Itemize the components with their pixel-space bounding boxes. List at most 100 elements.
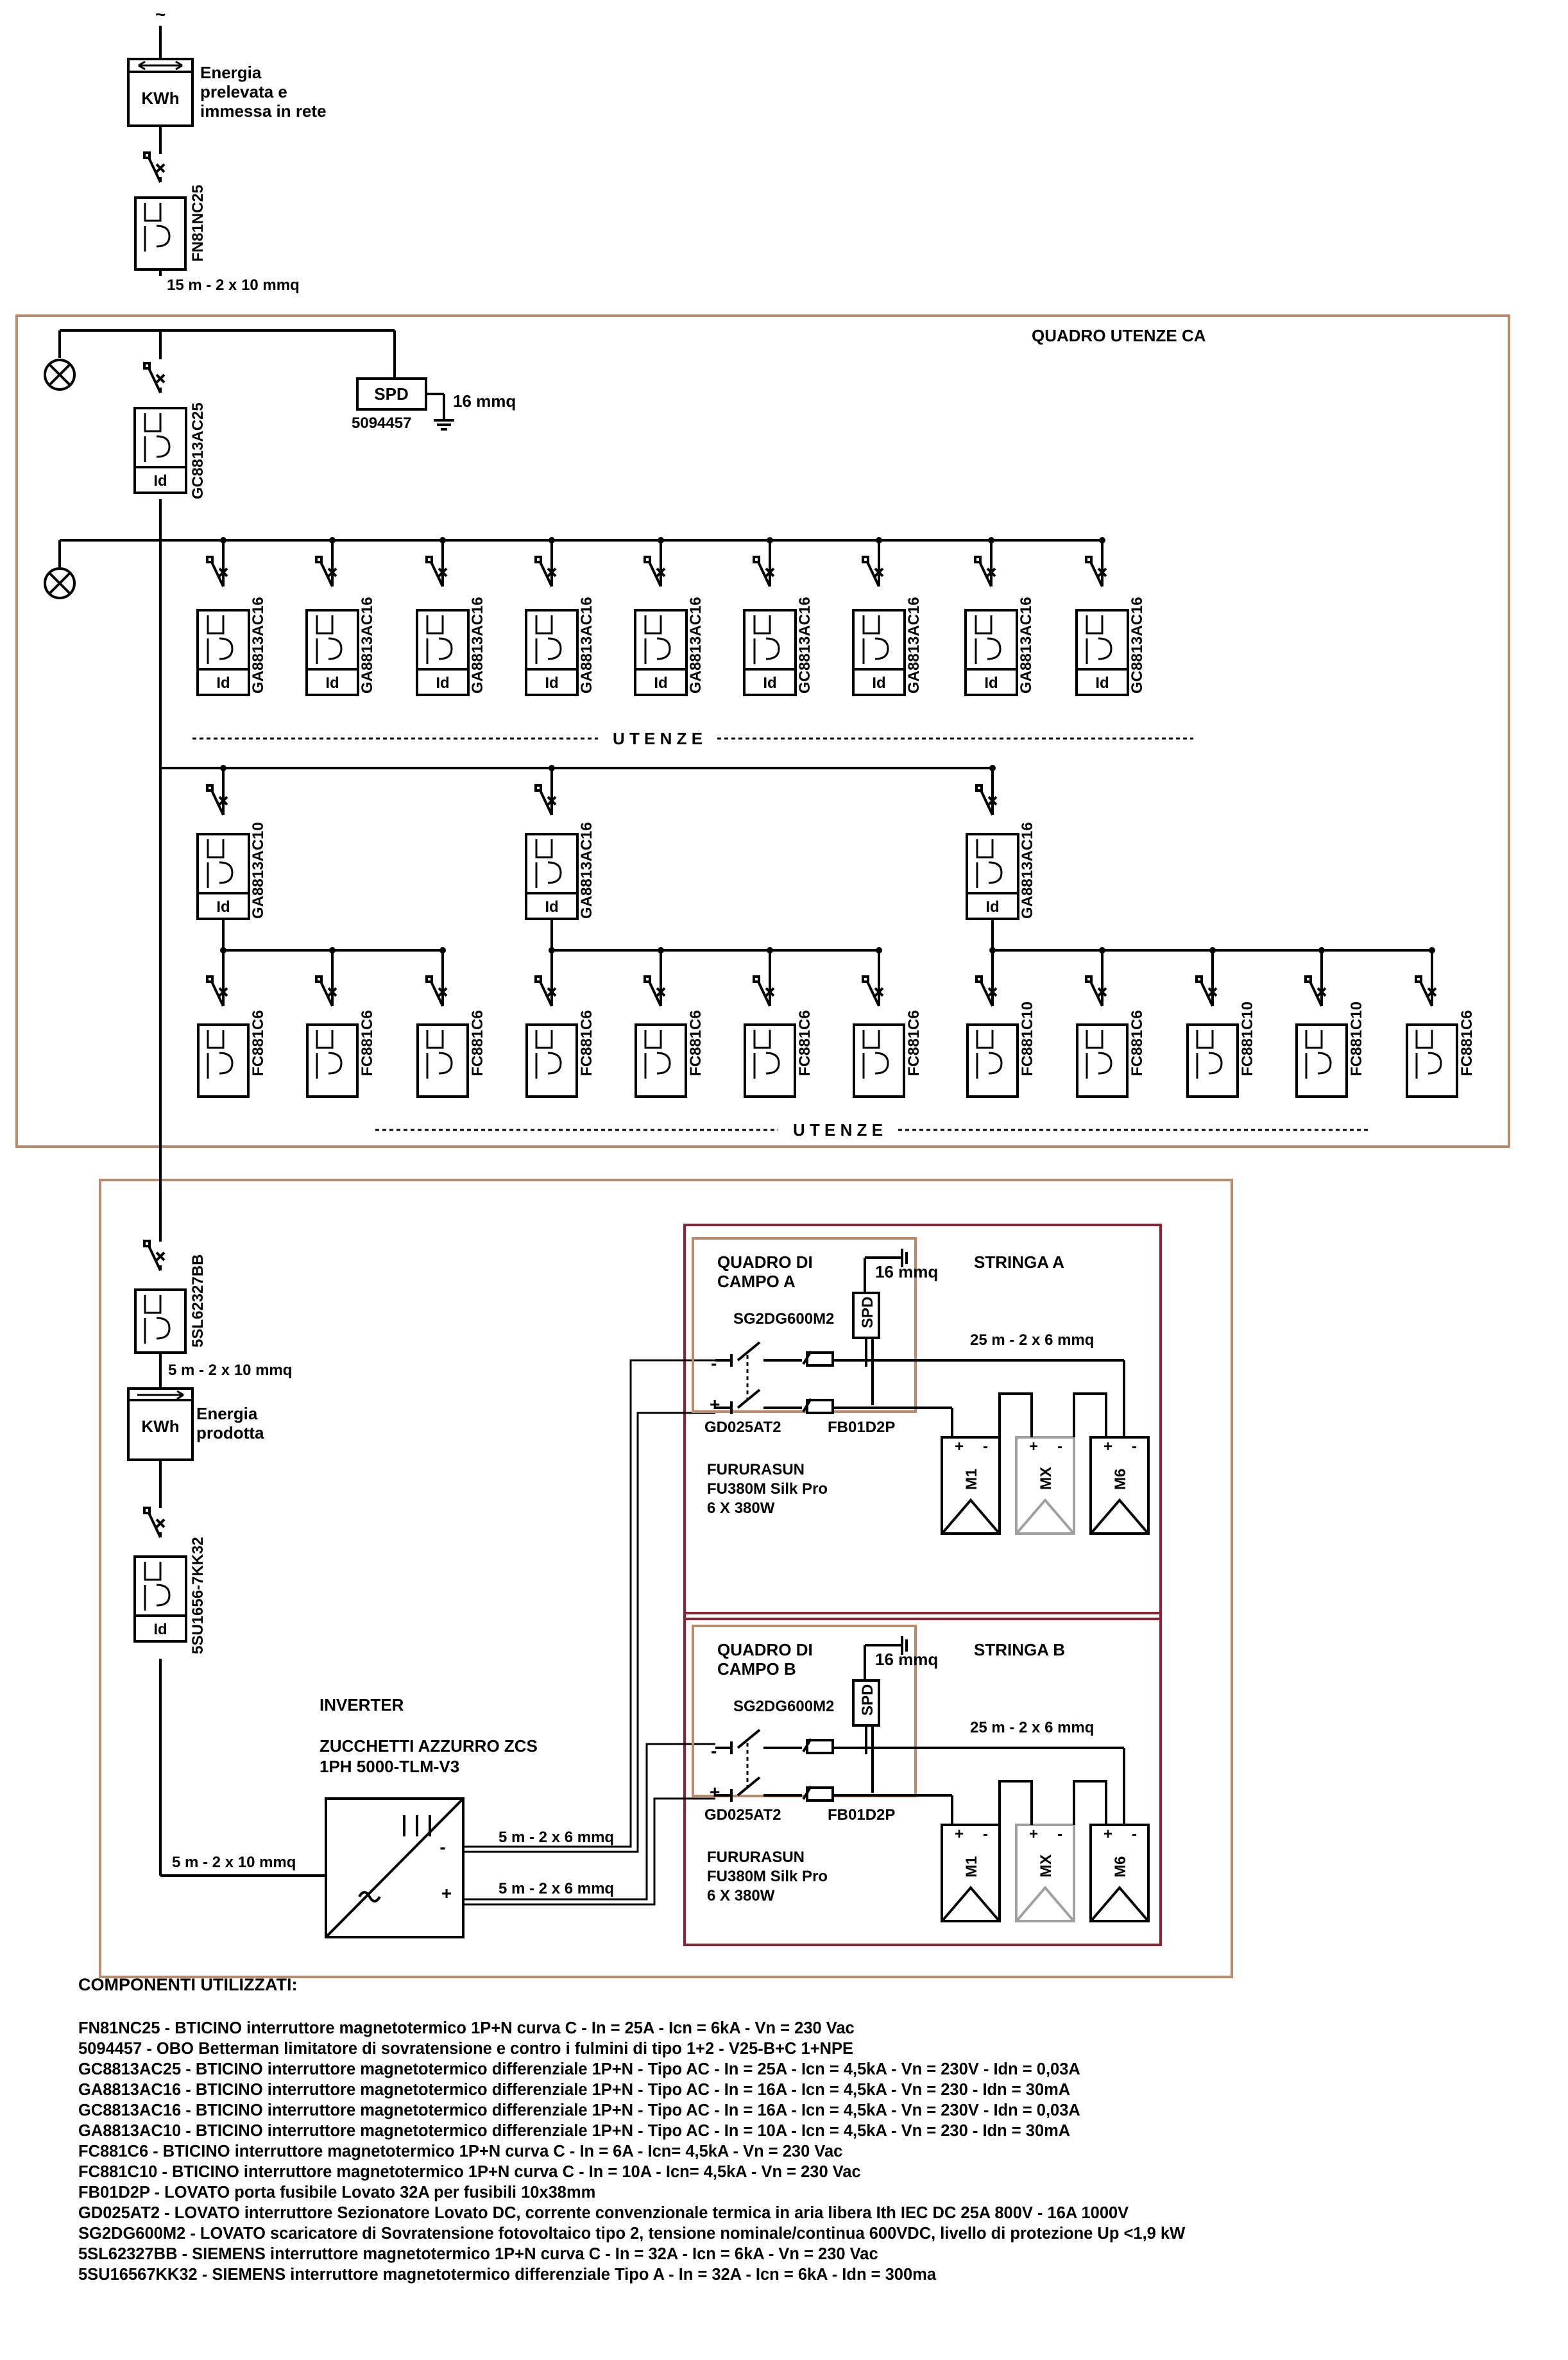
switch-blade	[320, 981, 334, 1007]
switch-blade	[1419, 981, 1433, 1007]
thermal-trip	[316, 615, 334, 635]
fuse-blade	[802, 1785, 812, 1800]
row1-breaker-code: GC8813AC16	[796, 597, 814, 694]
thermal-trip	[144, 1562, 162, 1581]
fuse-blade	[802, 1398, 812, 1413]
row1-breaker-code: GA8813AC16	[578, 597, 595, 694]
magnetic-trip	[438, 637, 453, 660]
pv-module-diode	[1016, 1498, 1074, 1534]
fuse-code: FB01D2P	[828, 1419, 895, 1436]
rcd-id-label: Id	[654, 674, 667, 692]
panel-spec: FURURASUN	[707, 1461, 805, 1478]
row1-breaker-code: GA8813AC16	[905, 597, 923, 694]
switch-cross	[218, 987, 228, 997]
lamp-icon	[44, 359, 76, 391]
switch-blade	[539, 561, 553, 587]
meter-main	[127, 58, 194, 127]
switch-cross	[547, 987, 557, 997]
switch-handle	[534, 556, 542, 563]
string-cable-label: 25 m - 2 x 6 mmq	[970, 1719, 1094, 1736]
switch-handle	[143, 362, 151, 370]
inverter-minus: -	[439, 1837, 445, 1857]
rcd-id-label: Id	[985, 898, 999, 916]
rcd-id-label: Id	[872, 674, 885, 692]
panel-spec: 6 X 380W	[707, 1887, 775, 1904]
string-spd-code: SG2DG600M2	[733, 1698, 834, 1715]
sub-breaker-code: FC881C10	[1239, 1002, 1256, 1076]
disconnector-blade	[737, 1389, 761, 1409]
magnetic-trip	[874, 637, 889, 660]
field-board-title: QUADRO DI	[717, 1253, 813, 1272]
rcd-main-code: GC8813AC25	[189, 402, 207, 499]
meter-produced-symbol: KWh	[141, 1417, 179, 1436]
spd-label: SPD	[374, 384, 408, 404]
pv-cable-inverter-label: 5 m - 2 x 10 mmq	[172, 1854, 296, 1871]
switch-blade	[648, 981, 662, 1007]
switch-handle	[643, 556, 651, 563]
switch-handle	[534, 784, 542, 792]
module-jumper	[1073, 1392, 1107, 1437]
cable-main-label: 15 m - 2 x 10 mmq	[167, 277, 300, 294]
sub-breaker-code: FC881C6	[578, 1010, 595, 1076]
pv-module	[1015, 1824, 1075, 1922]
disconnector-minus: -	[711, 1741, 717, 1761]
row1-breaker-code: GA8813AC16	[1018, 597, 1035, 694]
magnetic-trip	[156, 225, 171, 248]
thermal-trip	[207, 615, 225, 635]
switch-cross	[1427, 987, 1437, 997]
sub-breaker-code: FC881C10	[1019, 1002, 1036, 1076]
module-plus: +	[1104, 1438, 1112, 1455]
legend-item: FC881C6 - BTICINO interruttore magnetote…	[78, 2142, 843, 2160]
fuse-icon	[806, 1739, 834, 1754]
module-minus: -	[1057, 1826, 1062, 1843]
legend-title: COMPONENTI UTILIZZATI:	[78, 1975, 298, 1994]
switch-blade	[866, 981, 880, 1007]
switch-blade	[1089, 981, 1104, 1007]
string-cable-label: 25 m - 2 x 6 mmq	[970, 1331, 1094, 1349]
rcd-id-label: Id	[325, 674, 339, 692]
row1-breaker-code: GA8813AC16	[687, 597, 704, 694]
disconnector-minus: -	[711, 1353, 717, 1373]
switch-blade	[648, 561, 662, 587]
inverter-diagonal	[325, 1797, 464, 1938]
switch-handle	[206, 784, 214, 792]
module-minus: -	[983, 1438, 988, 1455]
rcd-id-label: Id	[545, 674, 558, 692]
group-rcd-code: GA8813AC10	[250, 822, 267, 919]
magnetic-trip	[656, 1052, 671, 1075]
switch-blade	[757, 561, 771, 587]
thermal-trip	[144, 203, 162, 222]
switch-cross	[547, 567, 557, 577]
rcd-id-label: Id	[216, 898, 230, 916]
thermal-trip	[862, 1030, 880, 1049]
pv-breaker-code: 5SL62327BB	[189, 1254, 207, 1347]
pv-module-diode	[942, 1498, 1000, 1534]
switch-handle	[1195, 975, 1203, 983]
switch-blade	[1089, 561, 1104, 587]
string-a-frame	[683, 1224, 1162, 1620]
switch-blade	[148, 157, 162, 183]
module-minus: -	[1132, 1438, 1137, 1455]
string-spd-label: SPD	[859, 1684, 876, 1716]
switch-blade	[210, 981, 225, 1007]
switch-cross	[986, 567, 996, 577]
switch-blade	[1200, 981, 1214, 1007]
thermal-trip	[535, 1030, 553, 1049]
rcd-id-label: Id	[153, 472, 167, 490]
panel-spec: FURURASUN	[707, 1849, 805, 1866]
switch-cross	[218, 796, 228, 806]
legend-item: GC8813AC25 - BTICINO interruttore magnet…	[78, 2060, 1080, 2078]
spd-ground-label: 16 mmq	[453, 391, 516, 411]
fuse-icon	[806, 1399, 834, 1414]
switch-handle	[1415, 975, 1422, 983]
meter-main-label: immessa in rete	[200, 101, 327, 121]
disconnector-plus: +	[710, 1782, 720, 1802]
dc-cable-label: 5 m - 2 x 6 mmq	[499, 1829, 614, 1846]
sub-breaker-code: FC881C10	[1348, 1002, 1365, 1076]
magnetic-trip	[874, 1052, 889, 1075]
field-board-title: CAMPO A	[717, 1272, 796, 1291]
string-b-frame	[683, 1612, 1162, 1946]
switch-cross	[1097, 567, 1107, 577]
fuse-blade	[802, 1350, 812, 1365]
switch-handle	[143, 151, 151, 159]
